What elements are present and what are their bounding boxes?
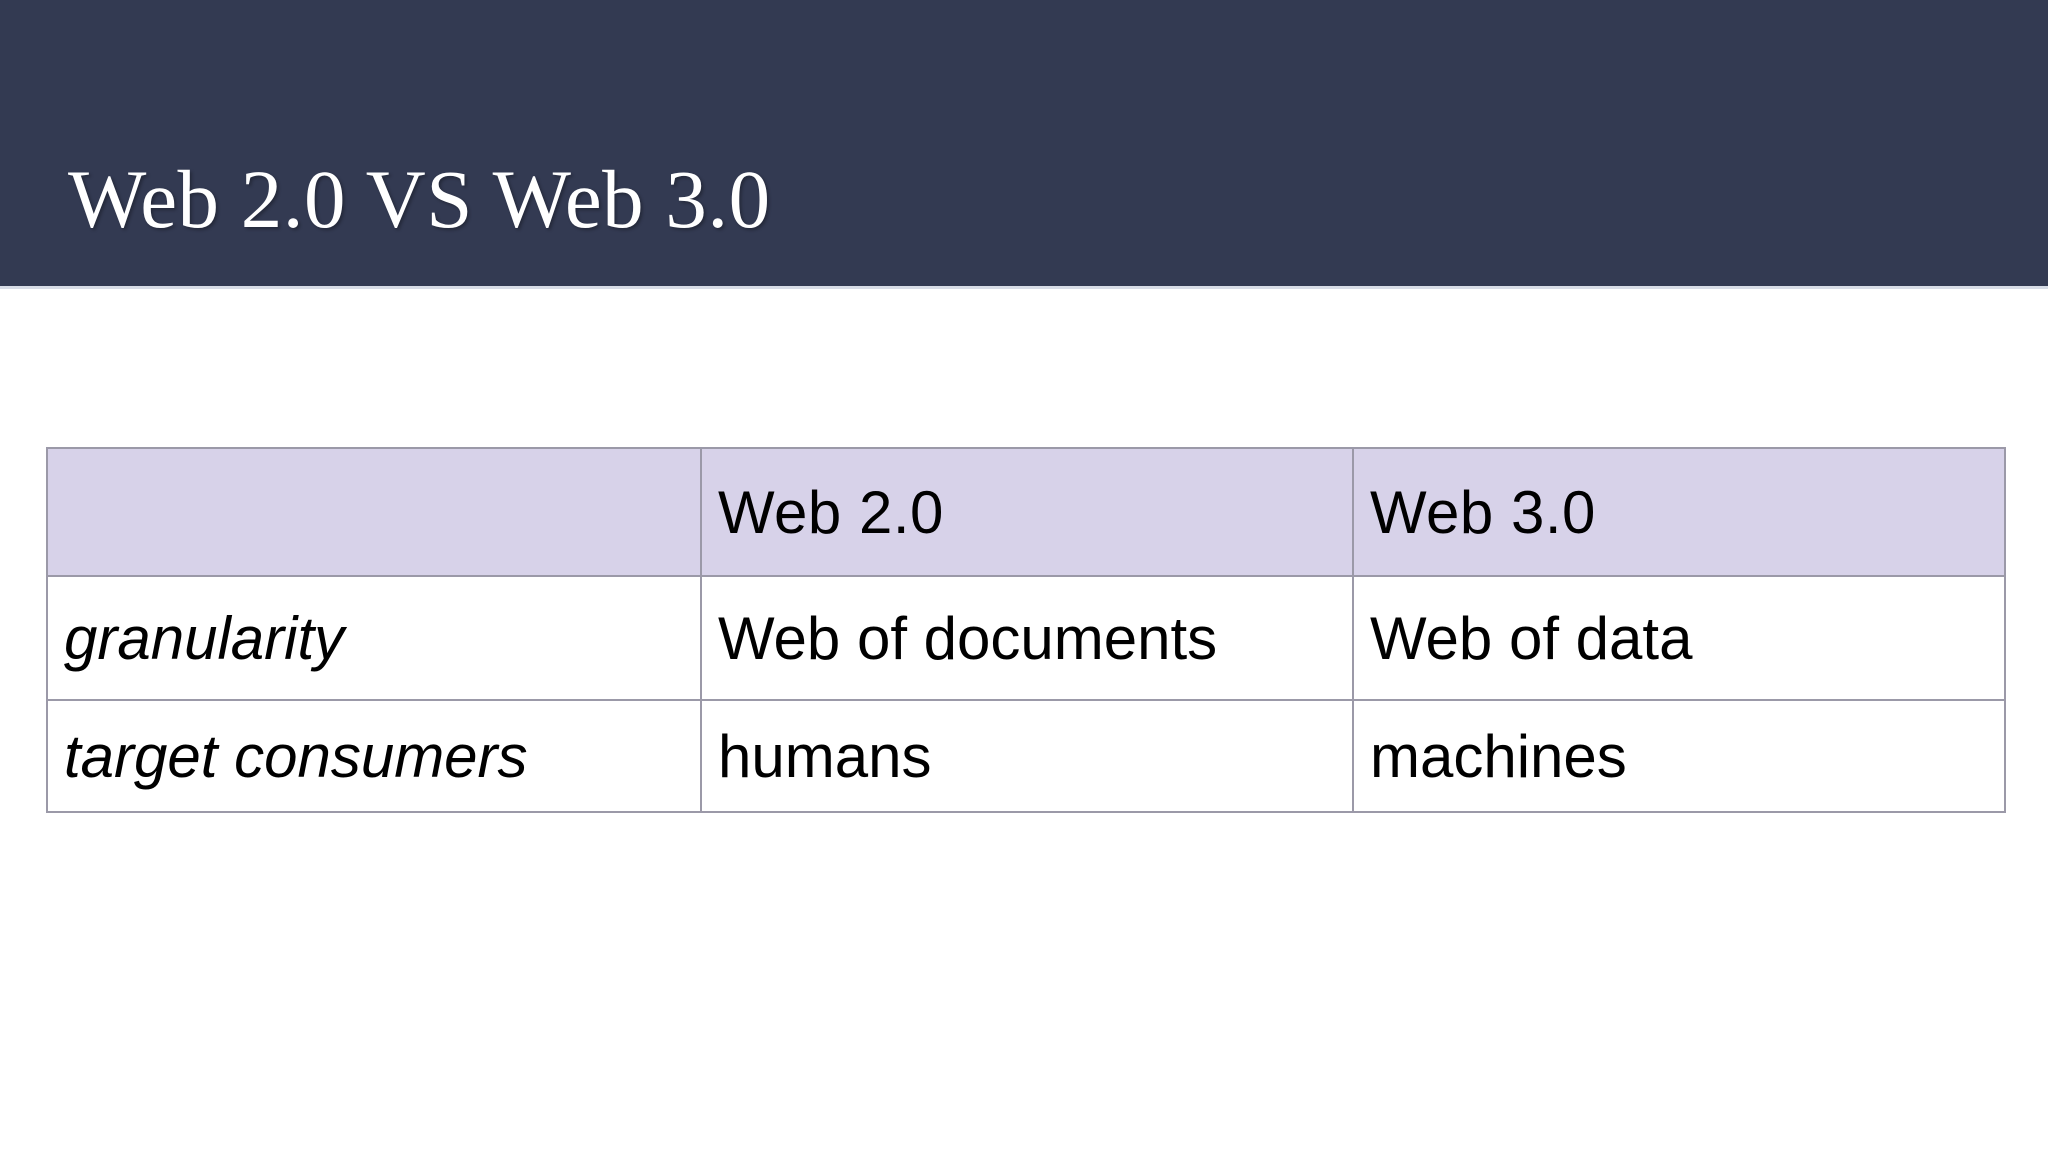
cell-granularity-web20: Web of documents xyxy=(700,575,1354,701)
table-row: granularity Web of documents Web of data xyxy=(46,575,2006,701)
table-header-blank-cell xyxy=(46,447,702,577)
row-label-granularity: granularity xyxy=(46,575,702,701)
cell-target-consumers-web30: machines xyxy=(1352,699,2006,813)
page-title: Web 2.0 VS Web 3.0 xyxy=(68,152,771,245)
slide-body: Web 2.0 Web 3.0 granularity Web of docum… xyxy=(0,289,2048,1152)
table-row: target consumers humans machines xyxy=(46,699,2006,813)
table-header-web30: Web 3.0 xyxy=(1352,447,2006,577)
table-header-row: Web 2.0 Web 3.0 xyxy=(46,447,2006,577)
cell-granularity-web30: Web of data xyxy=(1352,575,2006,701)
slide-header-band xyxy=(0,0,2048,286)
cell-target-consumers-web20: humans xyxy=(700,699,1354,813)
comparison-table: Web 2.0 Web 3.0 granularity Web of docum… xyxy=(46,447,2006,813)
table-header-web20: Web 2.0 xyxy=(700,447,1354,577)
row-label-target-consumers: target consumers xyxy=(46,699,702,813)
header-divider-line xyxy=(0,286,2048,289)
